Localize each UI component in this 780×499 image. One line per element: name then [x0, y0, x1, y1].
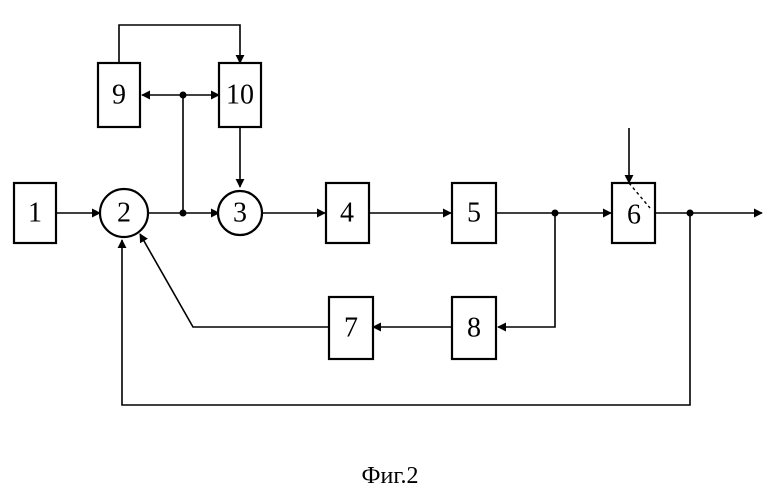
- junction-dot: [179, 209, 187, 217]
- block-8-label: 8: [467, 313, 481, 344]
- block-9: 9: [96, 61, 142, 129]
- wire-9-to-10: [118, 24, 245, 64]
- block-4: 4: [324, 181, 371, 245]
- block-1-label: 1: [28, 198, 42, 229]
- summator-2-label: 2: [117, 198, 131, 229]
- block-6-label: 6: [627, 200, 641, 231]
- junction-dot: [179, 91, 187, 99]
- wire-7-to-2: [139, 233, 329, 328]
- summator-2: 2: [98, 187, 150, 239]
- block-5-label: 5: [467, 198, 481, 229]
- block-7-label: 7: [344, 313, 358, 344]
- block-9-label: 9: [112, 80, 126, 111]
- connections: [56, 24, 763, 406]
- block-5: 5: [450, 181, 498, 245]
- block-10: 10: [217, 61, 263, 129]
- summator-3: 3: [216, 189, 264, 237]
- wire-5-to-8: [497, 213, 556, 332]
- block-8: 8: [450, 295, 498, 361]
- block-10-label: 10: [226, 80, 254, 111]
- junction-dot: [551, 209, 559, 217]
- wire-6-feedback-to-2: [117, 213, 691, 406]
- block-7: 7: [327, 295, 375, 361]
- block-6: 6: [610, 181, 657, 245]
- summator-3-label: 3: [233, 198, 247, 229]
- junction-points: [179, 91, 694, 217]
- block-4-label: 4: [340, 198, 354, 229]
- block-1: 1: [12, 181, 58, 245]
- figure-caption: Фиг.2: [362, 463, 419, 489]
- junction-dot: [686, 209, 694, 217]
